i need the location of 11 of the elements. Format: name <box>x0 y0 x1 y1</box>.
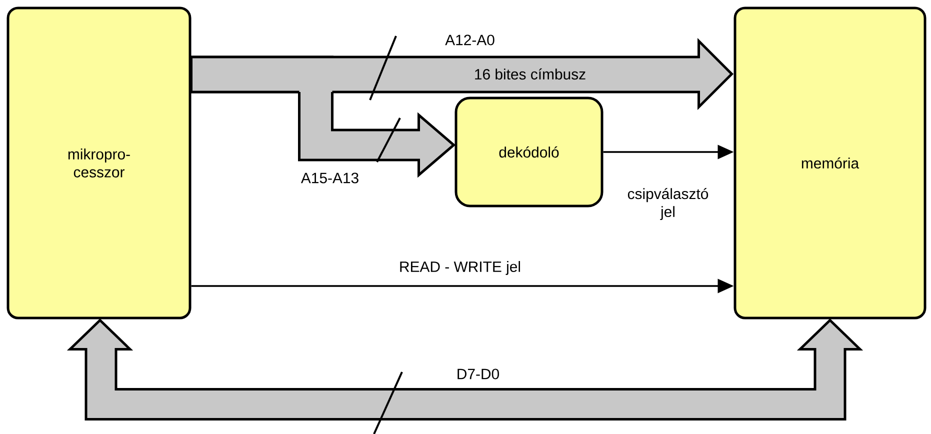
decoder-box: dekódoló <box>454 96 604 208</box>
edge-label: A15-A13 <box>300 172 358 184</box>
processor-box: mikropro- cesszor <box>6 6 192 320</box>
edge-label: A12-A0 <box>445 34 494 46</box>
memory-box: memória <box>734 6 926 320</box>
edge-label: csipválasztó jel <box>628 188 708 220</box>
bus-label: 16 bites címbusz <box>475 68 586 80</box>
edge-label: D7-D0 <box>458 368 499 380</box>
bus-arrow <box>66 318 864 420</box>
bus-arrow <box>190 38 734 110</box>
edge-label: READ - WRITE jel <box>400 261 520 275</box>
